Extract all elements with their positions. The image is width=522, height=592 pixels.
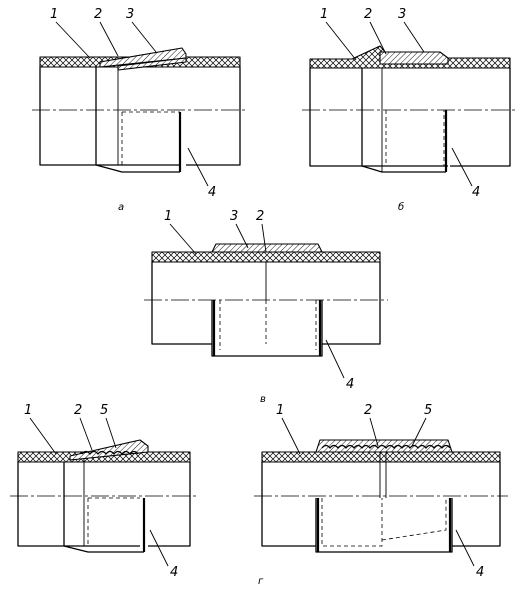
svg-text:4: 4	[170, 565, 178, 580]
callout-4: 4	[187, 147, 216, 200]
svg-text:2: 2	[94, 7, 102, 22]
callout-1: 1	[276, 403, 301, 455]
caption-b: б	[398, 201, 404, 213]
callout-4: 4	[455, 529, 484, 580]
svg-text:3: 3	[126, 7, 134, 22]
callout-2: 2	[364, 403, 379, 447]
variant-g-left: 1 2 5 4	[10, 403, 198, 580]
svg-text:5: 5	[100, 403, 108, 418]
variant-v: 1 3 2 4 в	[144, 209, 388, 405]
caption-g: г	[258, 576, 264, 587]
callout-5: 5	[100, 403, 117, 449]
svg-text:1: 1	[50, 7, 58, 22]
variant-b: 1 2 3 4 б	[302, 7, 518, 213]
svg-text:3: 3	[230, 209, 238, 224]
callout-5: 5	[411, 403, 432, 447]
callout-2: 2	[364, 7, 387, 55]
callout-1: 1	[320, 7, 357, 61]
svg-text:4: 4	[208, 185, 216, 200]
callout-4: 4	[149, 529, 178, 580]
callout-4: 4	[451, 147, 480, 200]
svg-text:5: 5	[424, 403, 432, 418]
svg-text:1: 1	[164, 209, 172, 224]
callout-4: 4	[325, 339, 354, 392]
caption-v: в	[260, 394, 266, 405]
callout-1: 1	[50, 7, 91, 59]
callout-1: 1	[164, 209, 197, 255]
callout-3: 3	[398, 7, 425, 53]
svg-text:2: 2	[256, 209, 264, 224]
svg-text:1: 1	[276, 403, 284, 418]
svg-text:1: 1	[320, 7, 328, 22]
svg-text:2: 2	[364, 7, 372, 22]
callout-2: 2	[74, 403, 93, 451]
svg-text:3: 3	[398, 7, 406, 22]
svg-text:4: 4	[476, 565, 484, 580]
svg-text:2: 2	[74, 403, 82, 418]
callout-1: 1	[24, 403, 57, 455]
callout-3: 3	[126, 7, 157, 53]
svg-text:2: 2	[364, 403, 372, 418]
svg-text:4: 4	[472, 185, 480, 200]
callout-3: 3	[230, 209, 249, 249]
callout-2: 2	[94, 7, 119, 57]
caption-a: а	[118, 202, 124, 213]
variant-a: 1 2 3 4 а	[32, 7, 248, 213]
svg-text:1: 1	[24, 403, 32, 418]
callout-2: 2	[256, 209, 267, 253]
variant-g-right: 1 2 5 4	[254, 403, 508, 580]
svg-text:4: 4	[346, 377, 354, 392]
